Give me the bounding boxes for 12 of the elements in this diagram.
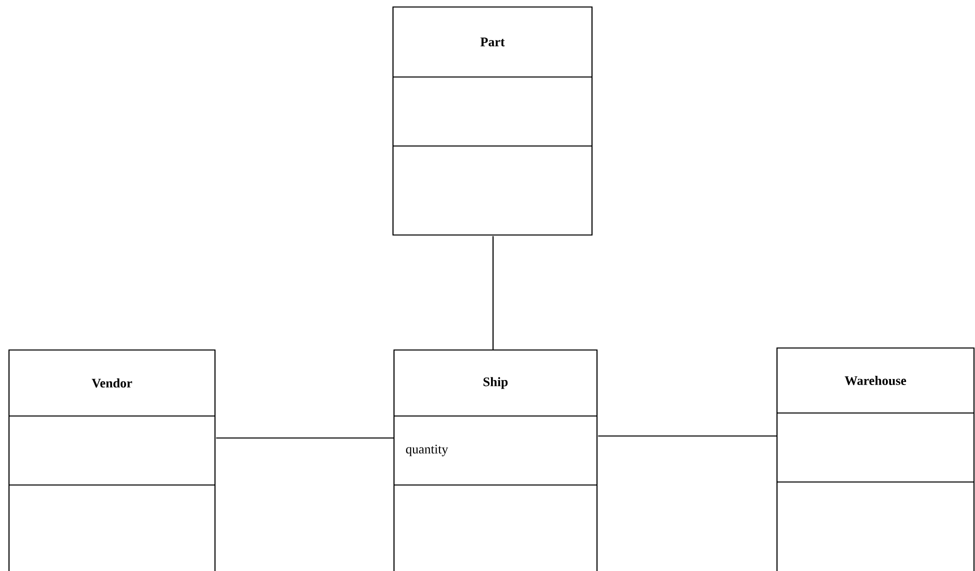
class-name: Ship	[484, 377, 508, 389]
class-box	[393, 349, 598, 571]
class-name: Vendor	[92, 378, 132, 388]
class-name: Warehouse	[844, 376, 906, 386]
association-line	[492, 236, 494, 350]
association-line	[216, 437, 394, 439]
class-name: Part	[480, 38, 505, 46]
class-box	[8, 349, 216, 571]
class-box	[776, 347, 975, 571]
association-line	[598, 435, 777, 437]
class-box	[392, 6, 593, 236]
attribute-text: quantity	[406, 444, 448, 456]
